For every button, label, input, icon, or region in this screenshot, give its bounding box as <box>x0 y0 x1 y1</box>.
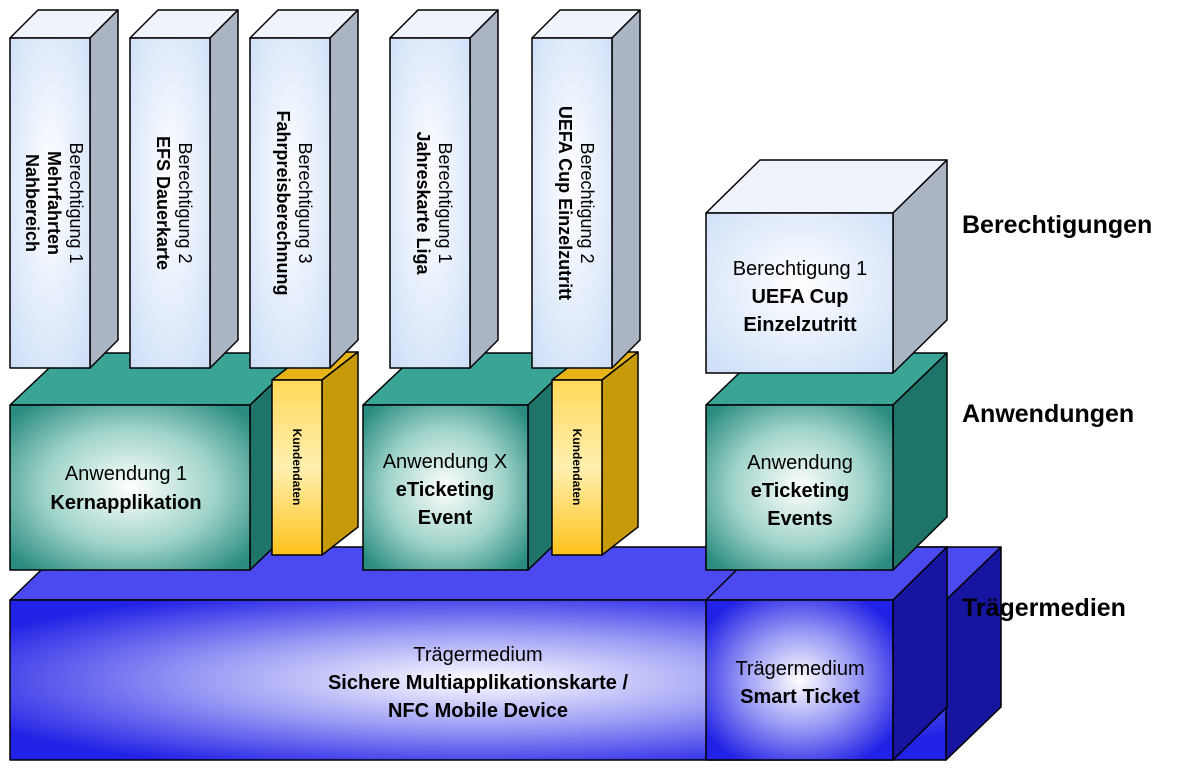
traegermedium-left-line1: Trägermedium <box>413 644 542 666</box>
traegermedium-right-line1: Trägermedium <box>735 658 864 680</box>
pillar-3-line2: Fahrpreisberechnung <box>273 110 293 295</box>
berechtigung-right-line3: Einzelzutritt <box>743 314 857 336</box>
berechtigung-right-line2: UEFA Cup <box>751 286 848 308</box>
traegermedium-left-text: Trägermedium Sichere Multiapplikationska… <box>328 644 629 722</box>
pillar-4-line2: Jahreskarte Liga <box>413 131 433 275</box>
anwendung-1-line1: Anwendung 1 <box>65 463 187 485</box>
anwendung-1-line2: Kernapplikation <box>50 492 201 514</box>
kundendaten-label-2: Kundendaten <box>570 429 584 506</box>
berechtigung-box-right <box>705 159 948 374</box>
kundendaten-box-2 <box>551 351 639 556</box>
pillar-2-line2: EFS Dauerkarte <box>153 136 173 270</box>
pillar-5-line1: Berechtigung 2 <box>577 142 597 263</box>
traegermedium-right-text: Trägermedium Smart Ticket <box>735 658 864 708</box>
anwendung-right-line3: Events <box>767 508 833 530</box>
pillar-3-line1: Berechtigung 3 <box>295 142 315 263</box>
anwendung-x-line2: eTicketing <box>396 479 495 501</box>
berechtigung-right-line1: Berechtigung 1 <box>733 258 868 280</box>
berechtigung-pillar-4 <box>389 9 499 369</box>
anwendung-x-line1: Anwendung X <box>383 451 508 473</box>
berechtigung-pillar-5 <box>531 9 641 369</box>
berechtigung-pillar-4-text: Berechtigung 1 Jahreskarte Liga <box>413 131 455 275</box>
berechtigung-pillar-1 <box>9 9 119 369</box>
berechtigung-pillar-3-text: Berechtigung 3 Fahrpreisberechnung <box>273 110 315 295</box>
kundendaten-label-1: Kundendaten <box>290 429 304 506</box>
traegermedium-right-line2: Smart Ticket <box>740 686 860 708</box>
anwendung-1-box <box>9 352 306 571</box>
traegermedium-left-line3: NFC Mobile Device <box>388 700 568 722</box>
berechtigung-pillar-5-text: Berechtigung 2 UEFA Cup Einzelzutritt <box>555 106 597 300</box>
layer-label-berechtigungen: Berechtigungen <box>962 211 1152 239</box>
anwendung-x-text: Anwendung X eTicketing Event <box>383 451 508 529</box>
berechtigung-pillar-2 <box>129 9 239 369</box>
pillar-4-line1: Berechtigung 1 <box>435 142 455 263</box>
traegermedium-left-line2: Sichere Multiapplikationskarte / <box>328 672 629 694</box>
pillar-1-line3: Nahbereich <box>22 154 42 252</box>
berechtigung-pillar-2-text: Berechtigung 2 EFS Dauerkarte <box>153 136 195 270</box>
pillar-1-line1: Berechtigung 1 <box>66 142 86 263</box>
pillar-2-line1: Berechtigung 2 <box>175 142 195 263</box>
pillar-5-line2: UEFA Cup Einzelzutritt <box>555 106 575 300</box>
anwendung-x-line3: Event <box>418 507 473 529</box>
anwendung-right-line2: eTicketing <box>751 480 850 502</box>
anwendung-right-text: Anwendung eTicketing Events <box>747 452 853 530</box>
kundendaten-box-1 <box>271 351 359 556</box>
berechtigung-right-text: Berechtigung 1 UEFA Cup Einzelzutritt <box>733 258 868 336</box>
traegermedium-box-right <box>705 546 948 761</box>
anwendung-right-line1: Anwendung <box>747 452 853 474</box>
berechtigung-pillar-3 <box>249 9 359 369</box>
layer-label-anwendungen: Anwendungen <box>962 400 1134 428</box>
anwendung-1-text: Anwendung 1 Kernapplikation <box>50 463 201 514</box>
pillar-1-line2: Mehrfahrten <box>44 151 64 255</box>
berechtigung-pillar-1-text: Berechtigung 1 Mehrfahrten Nahbereich <box>22 142 86 263</box>
layer-label-traegermedien: Trägermedien <box>962 594 1126 622</box>
